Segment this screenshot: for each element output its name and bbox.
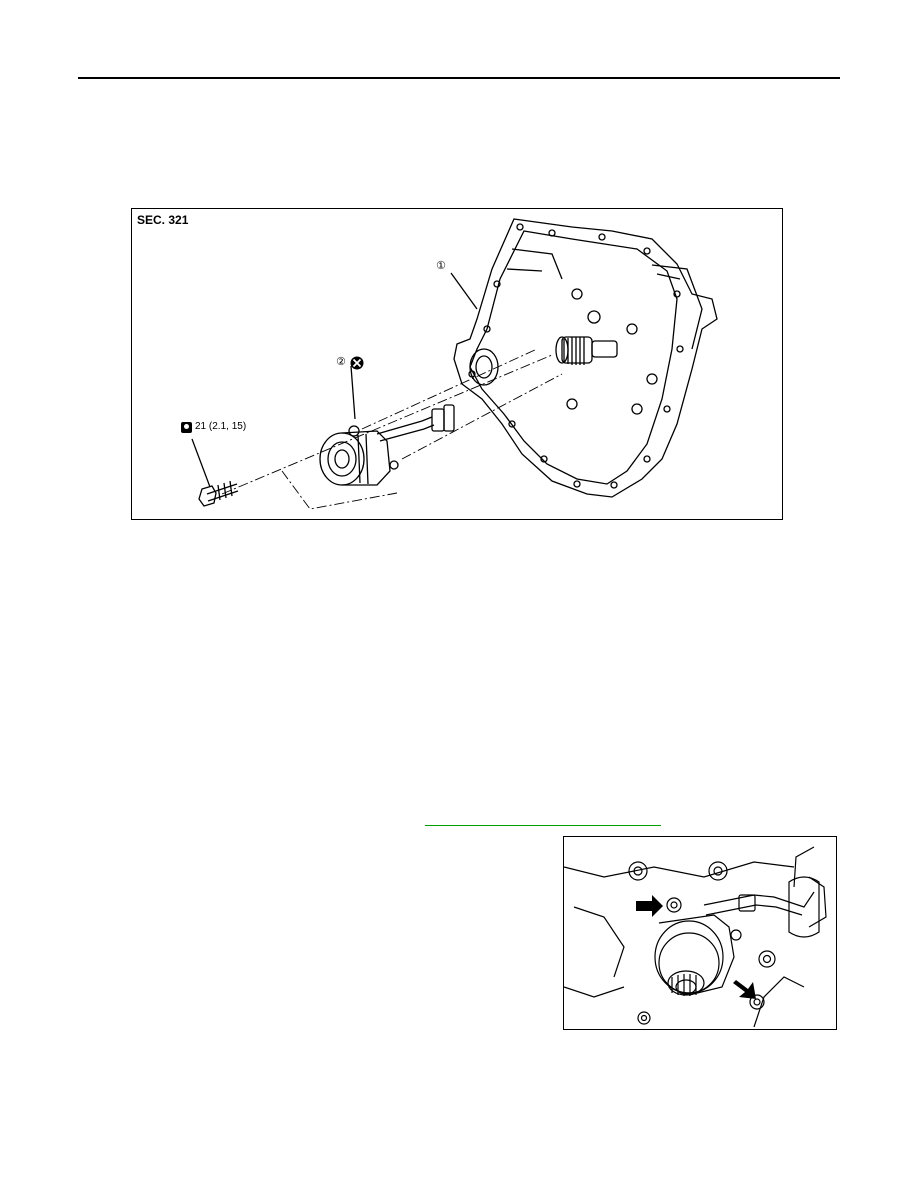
do-not-reuse-icon bbox=[350, 356, 364, 370]
torque-wrench-icon bbox=[181, 422, 192, 433]
torque-spec: 21 (2.1, 15) bbox=[195, 421, 247, 432]
arrow-pointer-icon bbox=[636, 895, 756, 999]
installed-view-drawing bbox=[564, 846, 827, 1028]
callout-2: ② bbox=[336, 355, 346, 368]
reference-link[interactable] bbox=[425, 825, 661, 826]
exploded-view-figure: SEC. 321 ① ② 21 (2.1, 15) bbox=[131, 208, 783, 520]
callout-1: ① bbox=[436, 259, 446, 272]
header-rule bbox=[78, 77, 840, 79]
installed-view-figure bbox=[563, 836, 837, 1030]
section-label: SEC. 321 bbox=[137, 213, 189, 227]
exploded-view-drawing bbox=[191, 218, 718, 510]
